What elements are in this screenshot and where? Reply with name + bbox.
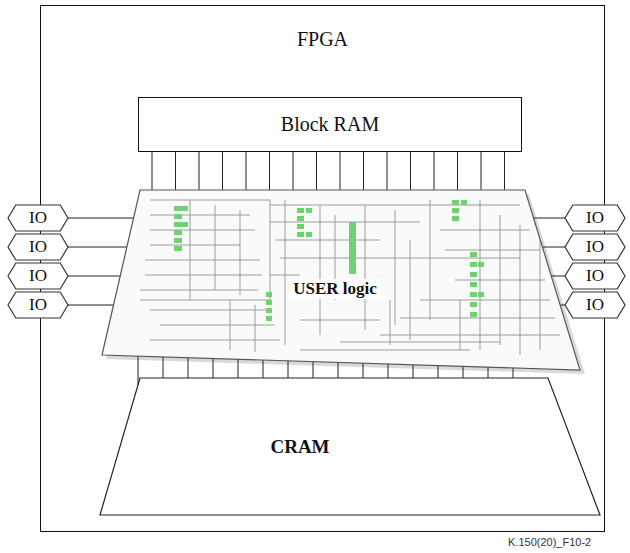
io-wire (68, 276, 120, 277)
io-pad-shape (565, 292, 625, 318)
io-pad: IO (8, 234, 68, 260)
user-logic-plane: USER logic (102, 188, 580, 370)
circuit-trace (297, 232, 304, 237)
circuit-trace (470, 252, 477, 257)
io-wire (68, 218, 134, 219)
circuit-trace (266, 300, 272, 305)
io-pad-shape (565, 234, 625, 260)
circuit-trace (174, 214, 182, 219)
plane-surface (102, 190, 580, 370)
node-label: FPGA (297, 28, 348, 51)
circuit-trace (470, 272, 477, 277)
io-wire (68, 305, 114, 306)
node-label: IO (586, 237, 604, 257)
node-label: IO (586, 295, 604, 315)
circuit-trace (470, 262, 477, 267)
circuit-trace (478, 292, 484, 297)
circuit-trace (452, 200, 459, 205)
block-ram: Block RAM (138, 97, 522, 152)
circuit-trace (174, 206, 182, 211)
circuit-traces (140, 200, 560, 355)
io-wire (551, 276, 565, 277)
circuit-trace (190, 200, 240, 300)
cram-plane: CRAM (100, 378, 600, 515)
circuit-trace (182, 222, 188, 227)
bus-lines (152, 152, 505, 190)
circuit-trace (297, 208, 304, 213)
node-label: IO (586, 266, 604, 286)
circuit-trace (174, 246, 182, 251)
io-pad: IO (8, 292, 68, 318)
circuit-trace (452, 216, 459, 221)
circuit-trace (470, 302, 477, 307)
io-wire (542, 247, 565, 248)
io-pad: IO (565, 292, 625, 318)
circuit-trace (461, 200, 467, 205)
io-pad: IO (565, 234, 625, 260)
io-pad-shape (565, 205, 625, 231)
io-pad-shape (8, 292, 68, 318)
node-label: CRAM (266, 436, 333, 458)
circuit-trace (266, 308, 272, 313)
io-pad: IO (8, 263, 68, 289)
circuit-trace (140, 200, 270, 300)
circuit-trace (266, 292, 272, 297)
circuit-trace (297, 224, 304, 229)
circuit-trace (297, 216, 304, 221)
figure-number: K.150(20)_F10-2 (508, 536, 591, 548)
circuit-trace (285, 200, 430, 345)
circuit-trace (470, 292, 477, 297)
circuit-trace (182, 206, 188, 211)
io-pad: IO (8, 205, 68, 231)
bus-lines (138, 356, 513, 385)
logic-cells (174, 200, 484, 321)
circuit-trace (174, 222, 182, 227)
circuit-trace (150, 300, 280, 352)
node-label: IO (29, 266, 47, 286)
circuit-trace (480, 200, 540, 355)
circuit-trace (452, 208, 459, 213)
node-label: IO (29, 237, 47, 257)
circuit-trace (174, 230, 182, 235)
circuit-trace (174, 238, 182, 243)
io-wire (534, 218, 565, 219)
io-pad: IO (565, 263, 625, 289)
io-pad-shape (8, 263, 68, 289)
node-label: IO (586, 208, 604, 228)
node-label: USER logic (289, 279, 381, 299)
node-label: IO (29, 295, 47, 315)
circuit-trace (349, 222, 356, 274)
io-pad-shape (565, 263, 625, 289)
user-logic-plane-shape (102, 190, 580, 370)
io-wire (68, 247, 127, 248)
circuit-trace (470, 282, 477, 287)
node-label: IO (29, 208, 47, 228)
circuit-trace (470, 312, 477, 317)
cram-plane-outline (100, 378, 600, 515)
io-pad-shape (8, 234, 68, 260)
circuit-trace (140, 215, 262, 290)
circuit-trace (306, 232, 312, 237)
io-pad: IO (565, 205, 625, 231)
cram-plane-shape (100, 378, 600, 515)
io-pad-shape (8, 205, 68, 231)
circuit-trace (306, 208, 312, 213)
fpga-chip: FPGA Block RAM USER logicCRAM (40, 5, 605, 532)
circuit-trace (478, 262, 484, 267)
node-label: Block RAM (281, 113, 379, 136)
circuit-trace (266, 316, 272, 321)
